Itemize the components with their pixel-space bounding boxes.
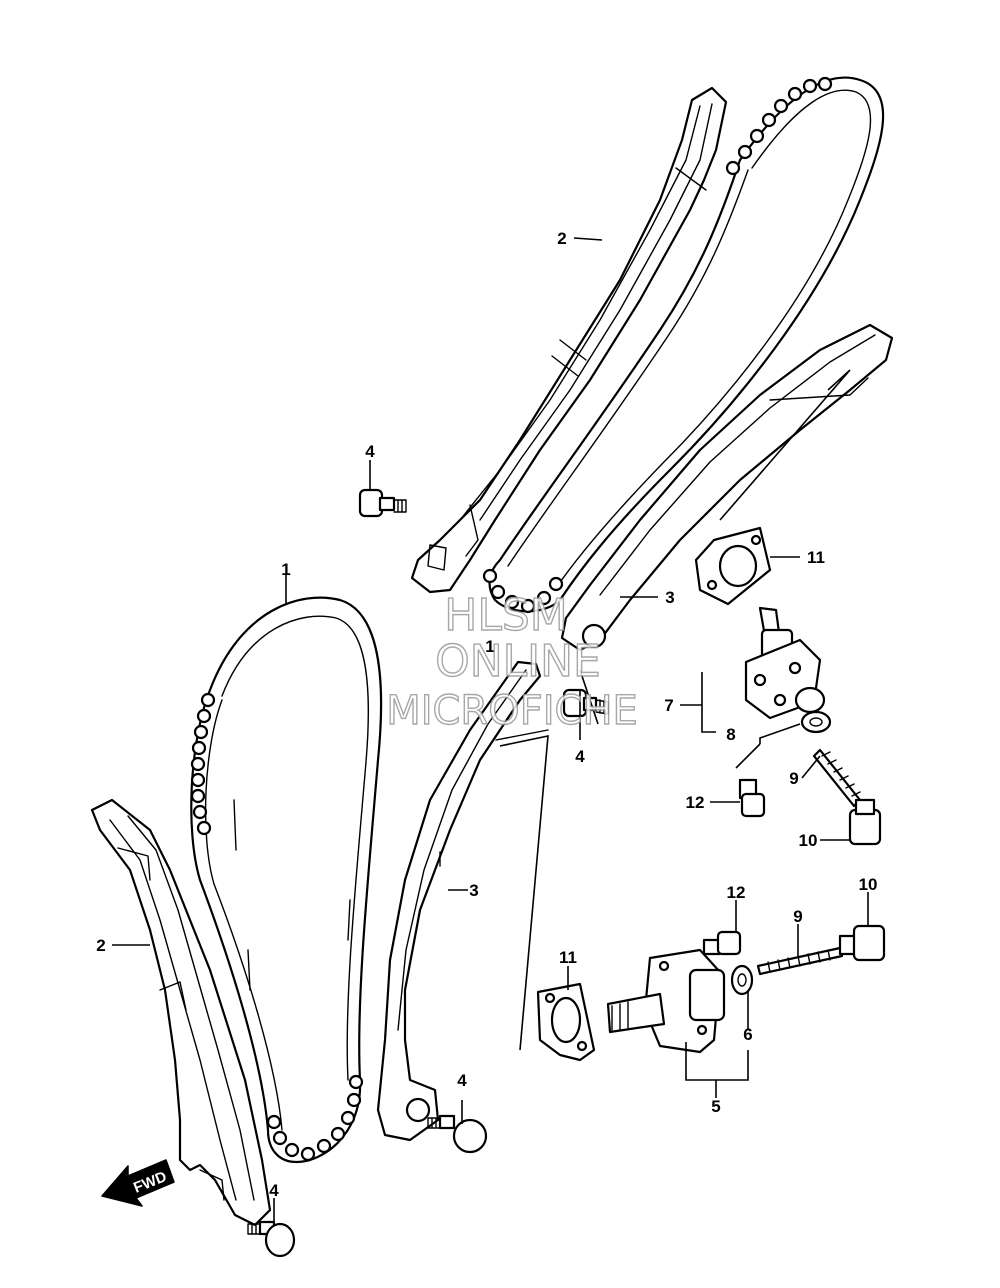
watermark-line-3: MICROFICHE — [386, 688, 638, 734]
callout-4-upper-center: 4 — [575, 747, 585, 766]
callout-10-upper: 10 — [799, 831, 818, 850]
callout-4-lower-center: 4 — [457, 1071, 467, 1090]
watermark: HLSM ONLINE MICROFICHE — [385, 589, 638, 734]
callout-2-upper: 2 — [557, 229, 566, 248]
bolt-lower-left — [247, 1220, 296, 1258]
cap-bolt-upper — [848, 798, 882, 846]
cap-bolt-lower — [838, 924, 886, 962]
bolt-lower-center — [427, 1114, 488, 1154]
gasket-lower — [536, 982, 596, 1062]
washer-upper — [800, 710, 832, 734]
chain-tensioner-arm-upper — [560, 323, 894, 652]
callout-10-lower: 10 — [859, 875, 878, 894]
callout-4-lower-left: 4 — [269, 1181, 279, 1200]
tensioner-adjuster-lower — [606, 948, 726, 1054]
callout-9-upper: 9 — [789, 769, 798, 788]
callout-12-lower: 12 — [727, 883, 746, 902]
fwd-arrow-icon — [101, 1159, 175, 1207]
callout-9-lower: 9 — [793, 907, 802, 926]
callout-4-upper-left: 4 — [365, 442, 375, 461]
bolt-12-lower — [702, 930, 742, 956]
callout-5: 5 — [711, 1097, 720, 1116]
callout-1-lower: 1 — [281, 560, 290, 579]
callout-8: 8 — [726, 725, 735, 744]
callout-6: 6 — [743, 1025, 752, 1044]
cam-chain-guide-upper — [410, 86, 728, 594]
callout-3-upper: 3 — [665, 588, 674, 607]
bolt-12-upper — [738, 778, 766, 818]
chain-tensioner-arm-lower — [376, 660, 549, 1142]
cam-chain-lower — [190, 596, 383, 1163]
callout-2-lower: 2 — [96, 936, 105, 955]
callout-numbers: 2 4 1 3 11 4 7 8 9 12 10 1 2 3 4 4 11 12… — [96, 229, 877, 1200]
callout-12-upper: 12 — [686, 793, 705, 812]
washer-lower — [730, 964, 754, 996]
cam-chain-upper — [482, 76, 885, 614]
cam-chain-guide-lower — [90, 798, 272, 1227]
leader-lines — [112, 237, 869, 1224]
fwd-direction-arrow: FWD — [101, 1159, 175, 1207]
callout-7: 7 — [664, 696, 673, 715]
callout-1-upper: 1 — [485, 637, 494, 656]
tensioner-adjuster-upper — [744, 606, 826, 720]
watermark-line-2: ONLINE — [435, 636, 601, 687]
callout-11-lower: 11 — [559, 948, 577, 967]
spring-upper — [812, 748, 862, 808]
gasket-upper — [694, 526, 772, 606]
bolt-upper-left — [358, 488, 407, 518]
callout-3-lower: 3 — [469, 881, 478, 900]
watermark-line-1: HLSM — [444, 590, 568, 641]
spring-lower — [756, 946, 844, 976]
callout-11-upper: 11 — [807, 548, 825, 567]
